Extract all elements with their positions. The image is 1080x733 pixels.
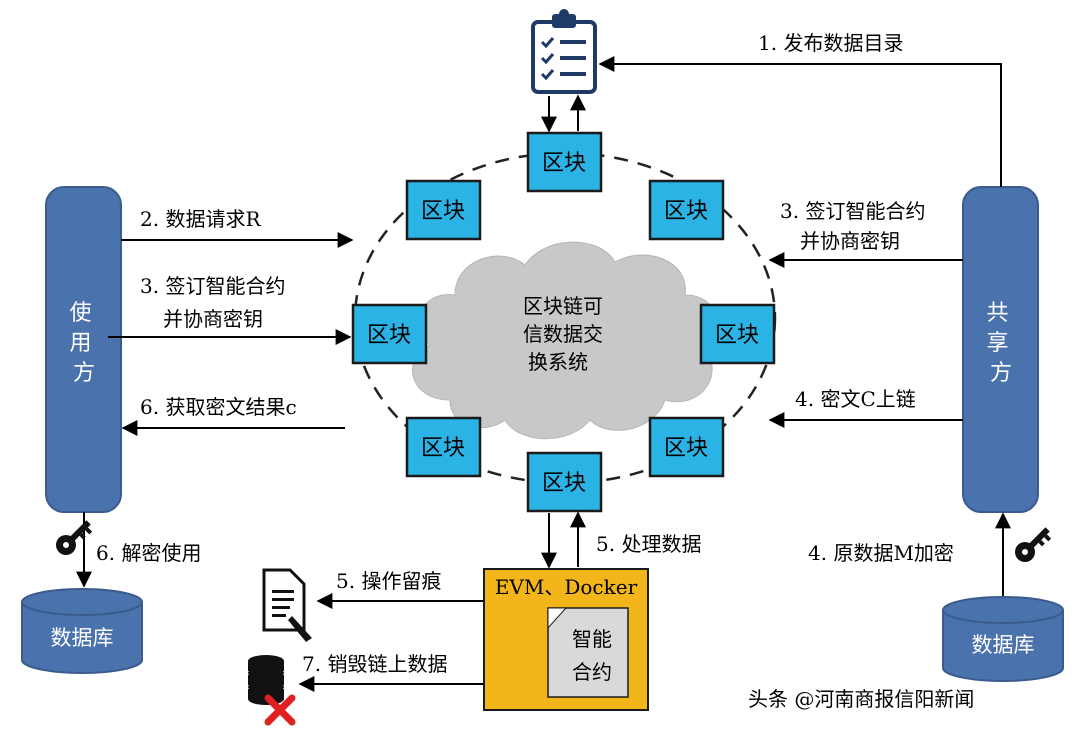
cloud-label-line2: 信数据交 bbox=[523, 322, 603, 346]
key-icon bbox=[1015, 527, 1052, 562]
block-right: 区块 bbox=[699, 303, 776, 365]
contract-label-line2: 合约 bbox=[572, 660, 612, 684]
step5-process-label: 5. 处理数据 bbox=[596, 532, 701, 556]
step1-label: 1. 发布数据目录 bbox=[758, 31, 903, 55]
user-pillar-char2: 用 bbox=[69, 331, 91, 356]
block-top-left-label: 区块 bbox=[421, 199, 465, 224]
step3-left-label-line1: 3. 签订智能合约 bbox=[140, 274, 285, 298]
sharer-pillar-char1: 共 bbox=[986, 301, 1008, 326]
block-top-right: 区块 bbox=[648, 179, 725, 241]
sharer-pillar-char2: 享 bbox=[986, 331, 1008, 356]
block-bottom: 区块 bbox=[526, 451, 603, 513]
database-left-label: 数据库 bbox=[51, 626, 114, 650]
user-pillar-label: 使 用 方 bbox=[69, 301, 98, 386]
user-pillar-char3: 方 bbox=[73, 361, 95, 386]
cloud-label-line1: 区块链可 bbox=[523, 294, 603, 318]
step3-right-label-line2: 并协商密钥 bbox=[800, 229, 900, 253]
step4-bottom-label: 4. 原数据M加密 bbox=[808, 541, 954, 565]
database-right bbox=[942, 596, 1064, 682]
key-icon bbox=[56, 520, 93, 555]
smart-contract-doc bbox=[547, 607, 629, 698]
step3-right-label-line1: 3. 签订智能合约 bbox=[780, 199, 925, 223]
block-left: 区块 bbox=[351, 303, 428, 365]
block-top-label: 区块 bbox=[542, 151, 586, 176]
step5-trace-label: 5. 操作留痕 bbox=[336, 569, 441, 593]
block-bottom-left: 区块 bbox=[405, 416, 482, 478]
database-right-label: 数据库 bbox=[972, 633, 1035, 657]
block-left-label: 区块 bbox=[367, 323, 411, 348]
block-top-left: 区块 bbox=[405, 179, 482, 241]
database-delete-icon bbox=[248, 655, 296, 726]
cloud-label-line3: 换系统 bbox=[528, 350, 588, 374]
block-right-label: 区块 bbox=[715, 323, 759, 348]
watermark: 头条 @河南商报信阳新闻 bbox=[748, 687, 974, 711]
block-bottom-left-label: 区块 bbox=[421, 436, 465, 461]
database-left bbox=[21, 588, 143, 674]
step4-right-label: 4. 密文C上链 bbox=[795, 387, 916, 411]
document-pen-icon bbox=[262, 568, 312, 642]
step2-label: 2. 数据请求R bbox=[140, 207, 261, 231]
clipboard-checklist-icon bbox=[531, 9, 597, 94]
block-top-right-label: 区块 bbox=[664, 199, 708, 224]
block-top: 区块 bbox=[526, 131, 603, 193]
block-bottom-right-label: 区块 bbox=[664, 436, 708, 461]
step6-get-label: 6. 获取密文结果c bbox=[140, 395, 297, 419]
step7-label: 7. 销毁链上数据 bbox=[302, 652, 447, 676]
step6-decrypt-label: 6. 解密使用 bbox=[96, 541, 201, 565]
evm-box-label: EVM、Docker bbox=[495, 575, 638, 599]
step1-line bbox=[606, 63, 1002, 187]
step3-left-label-line2: 并协商密钥 bbox=[163, 307, 263, 331]
sharer-pillar-label: 共 享 方 bbox=[986, 301, 1015, 386]
cloud-shape bbox=[412, 241, 720, 440]
block-bottom-label: 区块 bbox=[542, 471, 586, 496]
user-pillar-char1: 使 bbox=[69, 301, 91, 326]
block-bottom-right: 区块 bbox=[648, 416, 725, 478]
contract-label-line1: 智能 bbox=[572, 627, 612, 651]
sharer-pillar-char3: 方 bbox=[990, 361, 1012, 386]
